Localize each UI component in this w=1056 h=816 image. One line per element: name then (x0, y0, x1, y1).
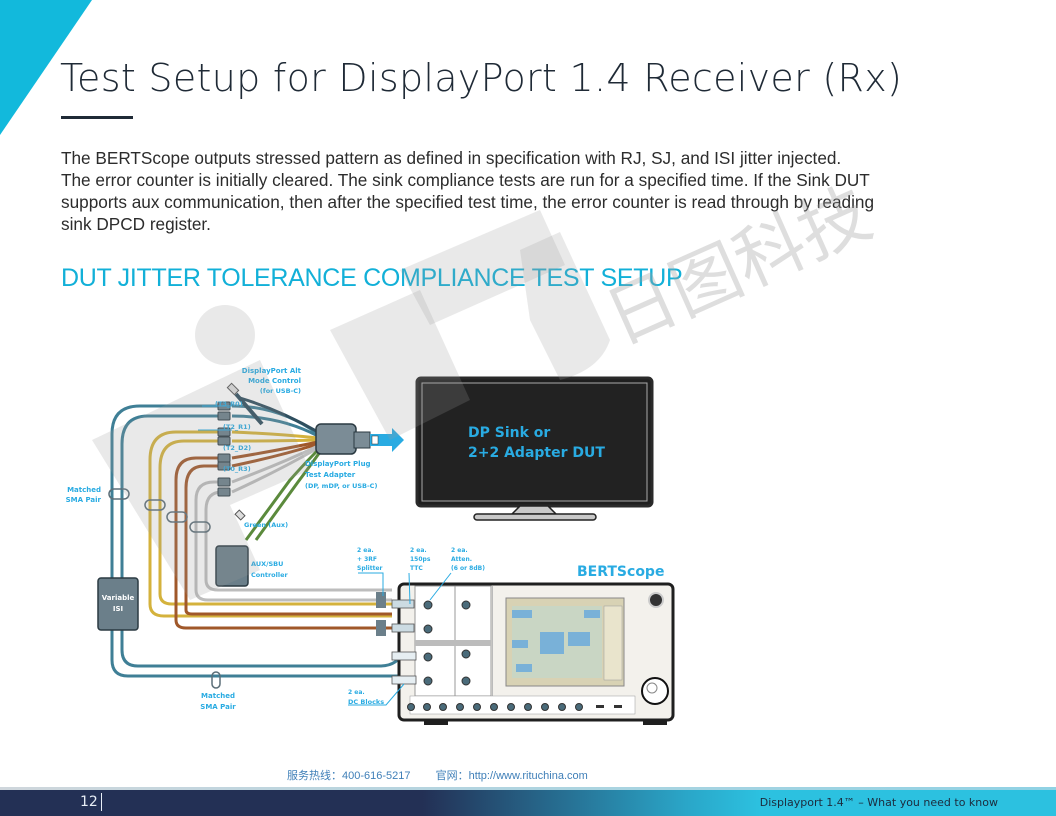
ttc-label-1: 2 ea. (410, 547, 427, 554)
sma-connectors (217, 401, 231, 497)
plug-adapter-label-2: Test Adapter (305, 471, 356, 479)
sma-clips (108, 488, 221, 689)
alt-mode-cable (234, 392, 264, 426)
footer-document-title: Displayport 1.4™ – What you need to know (759, 796, 998, 809)
paragraph-line: The BERTScope outputs stressed pattern a… (61, 148, 842, 168)
footer-bar (0, 790, 1056, 816)
lane-cables-brown (174, 456, 392, 630)
lane-cables-gray (194, 480, 392, 602)
plug-adapter-label-1: DisplayPort Plug (305, 460, 371, 468)
monitor-label-line2: 2+2 Adapter DUT (468, 445, 605, 461)
ttc-label-3: TTC (410, 565, 423, 572)
dp-arrow (370, 428, 404, 452)
test-setup-diagram: Variable ISI DP Sink or 2+2 Adapter DUT (66, 367, 675, 725)
dut-monitor: DP Sink or 2+2 Adapter DUT (415, 376, 654, 521)
matched-sma-bottom-1: Matched (201, 692, 235, 700)
lane-cables-yellow (148, 430, 392, 618)
aux-controller-label-2: Controller (251, 571, 289, 579)
dc-blocks-label-1: 2 ea. (348, 689, 365, 696)
ttc-label-2: 150ps (410, 556, 431, 563)
alt-mode-label-3: (for USB-C) (260, 387, 301, 395)
aux-controller-label-1: AUX/SBU (251, 560, 283, 568)
paragraph-line: The error counter is initially cleared. … (61, 170, 870, 190)
green-aux-label: Green (Aux) (244, 521, 288, 529)
atten-label-2: Atten. (451, 556, 472, 563)
lane-label-t0-r3: (T0_R3) (223, 465, 251, 473)
hotline-text: 服务热线：400-616-5217 (287, 770, 411, 782)
paragraph-line: sink DPCD register. (61, 214, 211, 234)
page-number: 12 (80, 794, 98, 810)
bertscope-instrument (376, 582, 675, 725)
dc-blocks-label-2: DC Blocks (348, 698, 384, 706)
contact-info: 服务热线：400-616-5217 官网：http://www.rituchin… (287, 767, 610, 783)
lane-label-t3-r0: (T3_R0) (215, 400, 243, 408)
alt-mode-connector (226, 382, 240, 396)
alt-mode-label-1: DisplayPort Alt (242, 367, 302, 375)
bertscope-label: BERTScope (577, 564, 664, 580)
cable-bundle (231, 396, 322, 541)
website-link[interactable]: 官网：http://www.rituchina.com (435, 770, 588, 782)
svg-text:ISI: ISI (113, 605, 123, 613)
alt-mode-label-2: Mode Control (248, 377, 301, 385)
lane-label-t2-d2: (T2_D2) (223, 444, 251, 452)
atten-label-1: 2 ea. (451, 547, 468, 554)
matched-sma-top-2: SMA Pair (66, 496, 102, 504)
intro-paragraph: The BERTScope outputs stressed pattern a… (61, 147, 981, 235)
lane-cables-blue (110, 404, 422, 678)
splitter-label-1: 2 ea. (357, 547, 374, 554)
corner-accent-triangle (0, 0, 92, 135)
monitor-label-line1: DP Sink or (468, 425, 550, 441)
paragraph-line: supports aux communication, then after t… (61, 192, 875, 212)
page-number-divider (101, 793, 102, 811)
variable-isi-box (97, 577, 139, 631)
title-underline (61, 116, 133, 119)
plug-test-adapter (315, 423, 357, 455)
variable-isi-label: Variable (102, 594, 135, 602)
aux-sbu-controller-box (215, 545, 249, 587)
leader-lines (198, 405, 452, 706)
page-title: Test Setup for DisplayPort 1.4 Receiver … (60, 56, 903, 100)
matched-sma-bottom-2: SMA Pair (200, 703, 236, 711)
matched-sma-top-1: Matched (67, 486, 101, 494)
section-heading: DUT JITTER TOLERANCE COMPLIANCE TEST SET… (61, 264, 683, 292)
lane-label-t2-r1: (T2_R1) (223, 423, 251, 431)
plug-adapter-label-3: (DP, mDP, or USB-C) (305, 482, 377, 490)
footer-top-rule (0, 787, 1056, 790)
splitter-label-3: Splitter (357, 565, 383, 572)
splitter-label-2: + 3RF (357, 556, 377, 563)
atten-label-3: (6 or 8dB) (451, 565, 485, 572)
